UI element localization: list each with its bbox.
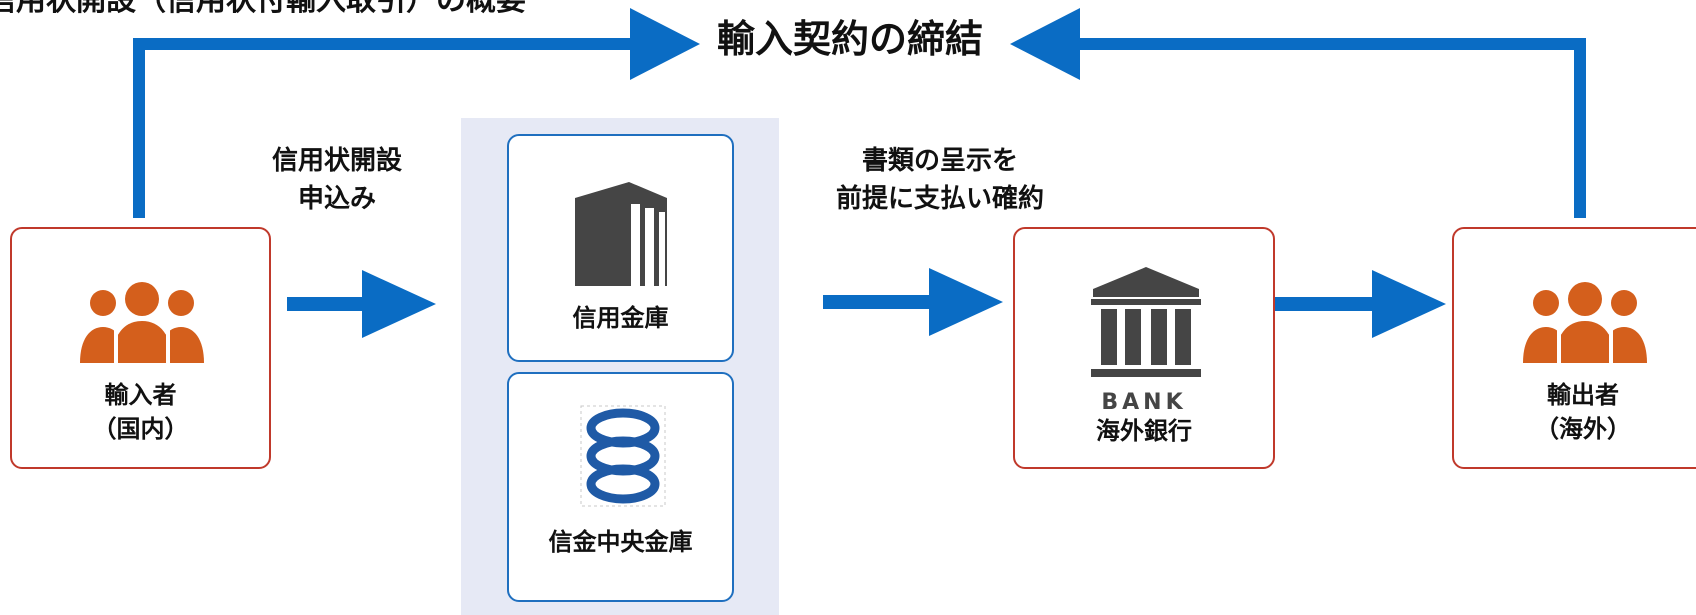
contract-arrow-right (1080, 38, 1586, 218)
contract-arrow-left (133, 38, 630, 218)
commit-step-line-1: 書類の呈示を (861, 146, 1018, 176)
importer-box: 輸入者 （国内） (10, 227, 271, 469)
apply-step-line-1: 信用状開設 (271, 146, 402, 176)
importer-name: 輸入者 (104, 381, 177, 409)
importer-region: （国内） (92, 414, 189, 443)
commit-arrowhead (929, 268, 1003, 336)
contract-label: 輸入契約の締結 (716, 17, 983, 61)
overseas-bank-label: 海外銀行 (1096, 417, 1192, 445)
apply-arrowhead (362, 270, 436, 338)
people-icon (1523, 282, 1647, 363)
exporter-box: 輸出者 （海外） (1452, 227, 1696, 469)
shinkin-box: 信用金庫 (507, 134, 734, 362)
shinkin-central-box: 信金中央金庫 (507, 372, 734, 602)
apply-step-line-2: 申込み (297, 183, 376, 214)
exporter-label: 輸出者 （海外） (1454, 379, 1696, 446)
exporter-region: （海外） (1535, 414, 1631, 443)
rings-logo-icon (580, 405, 666, 507)
payment-arrowhead (1372, 270, 1446, 338)
bank-icon (1091, 267, 1201, 377)
contract-arrowhead-right (1010, 8, 1080, 80)
bank-sign: BANK (1101, 390, 1187, 415)
commit-step-label: 書類の呈示を 前提に支払い確約 (810, 143, 1070, 218)
building-icon (575, 182, 667, 286)
diagram-title: 信用状開設（信用状付輸入取引）の概要 (0, 0, 526, 18)
exporter-name: 輸出者 (1547, 381, 1619, 409)
apply-step-label: 信用状開設 申込み (232, 143, 442, 218)
people-icon (80, 282, 204, 363)
shinkin-label: 信用金庫 (572, 304, 669, 332)
shinkin-central-label: 信金中央金庫 (548, 528, 693, 556)
commit-step-line-2: 前提に支払い確約 (835, 183, 1044, 214)
overseas-bank-box: BANK 海外銀行 (1013, 227, 1275, 469)
contract-arrowhead-left (630, 8, 700, 80)
importer-label: 輸入者 （国内） (12, 379, 269, 446)
